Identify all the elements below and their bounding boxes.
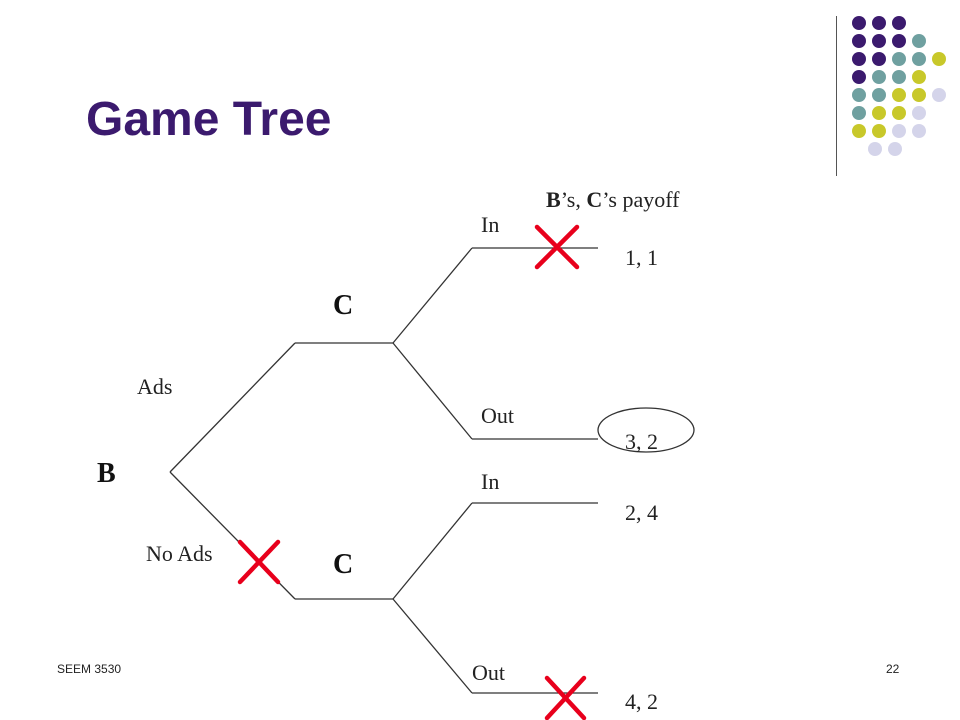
payoff-ads-in: 1, 1 — [625, 245, 658, 270]
decorative-dot — [872, 88, 886, 102]
slide-title: Game Tree — [86, 93, 332, 146]
decorative-dot — [852, 70, 866, 84]
decorative-dot — [852, 52, 866, 66]
decorative-dot — [912, 106, 926, 120]
branch-label-lower-out: Out — [472, 660, 505, 685]
cross-mark-upper-in — [534, 224, 580, 270]
branch-label-upper-in: In — [481, 212, 500, 237]
decorative-dot — [932, 88, 946, 102]
node-b: B — [97, 458, 116, 489]
decorative-dot — [912, 52, 926, 66]
decorative-dot — [888, 142, 902, 156]
edge-upper-in — [392, 247, 473, 344]
edge-upper-out — [392, 342, 473, 440]
chosen-outcome-circle — [597, 407, 695, 453]
decorative-dot — [912, 124, 926, 138]
decorative-dot — [932, 52, 946, 66]
decorative-dot — [852, 16, 866, 30]
title-divider — [836, 16, 837, 176]
decorative-dot — [852, 88, 866, 102]
decorative-dot — [868, 142, 882, 156]
decorative-dot — [892, 106, 906, 120]
footer-course-code: SEEM 3530 — [57, 662, 122, 676]
decorative-dot — [892, 70, 906, 84]
cross-mark-lower-out — [544, 675, 587, 720]
decorative-dot — [892, 88, 906, 102]
decorative-dot — [872, 124, 886, 138]
node-c-lower: C — [333, 549, 354, 580]
node-c-upper: C — [333, 290, 354, 321]
decorative-dot — [872, 34, 886, 48]
decorative-dot — [912, 34, 926, 48]
branch-label-lower-in: In — [481, 469, 500, 494]
edge-lower-out — [392, 598, 473, 694]
branch-label-upper-out: Out — [481, 403, 514, 428]
branch-label-no-ads: No Ads — [146, 541, 213, 566]
decorative-dot — [892, 52, 906, 66]
decorative-dot — [892, 124, 906, 138]
decorative-dot — [872, 52, 886, 66]
decorative-dot — [892, 34, 906, 48]
decorative-dot-pattern — [848, 12, 952, 160]
decorative-dot — [852, 34, 866, 48]
branch-label-ads: Ads — [137, 374, 173, 399]
decorative-dot — [912, 70, 926, 84]
payoff-header: B’s, C’s payoff — [546, 187, 680, 212]
decorative-dot — [872, 16, 886, 30]
payoff-noads-in: 2, 4 — [625, 500, 658, 525]
cross-mark-no-ads — [237, 539, 281, 585]
decorative-dot — [872, 70, 886, 84]
decorative-dot — [852, 124, 866, 138]
payoff-noads-out: 4, 2 — [625, 689, 658, 714]
edge-lower-in — [392, 502, 473, 600]
decorative-dot — [892, 16, 906, 30]
decorative-dot — [912, 88, 926, 102]
decorative-dot — [852, 106, 866, 120]
footer-page-number: 22 — [886, 662, 900, 676]
edge-ads — [169, 342, 296, 473]
decorative-dot — [872, 106, 886, 120]
payoff-ads-out: 3, 2 — [625, 429, 658, 454]
